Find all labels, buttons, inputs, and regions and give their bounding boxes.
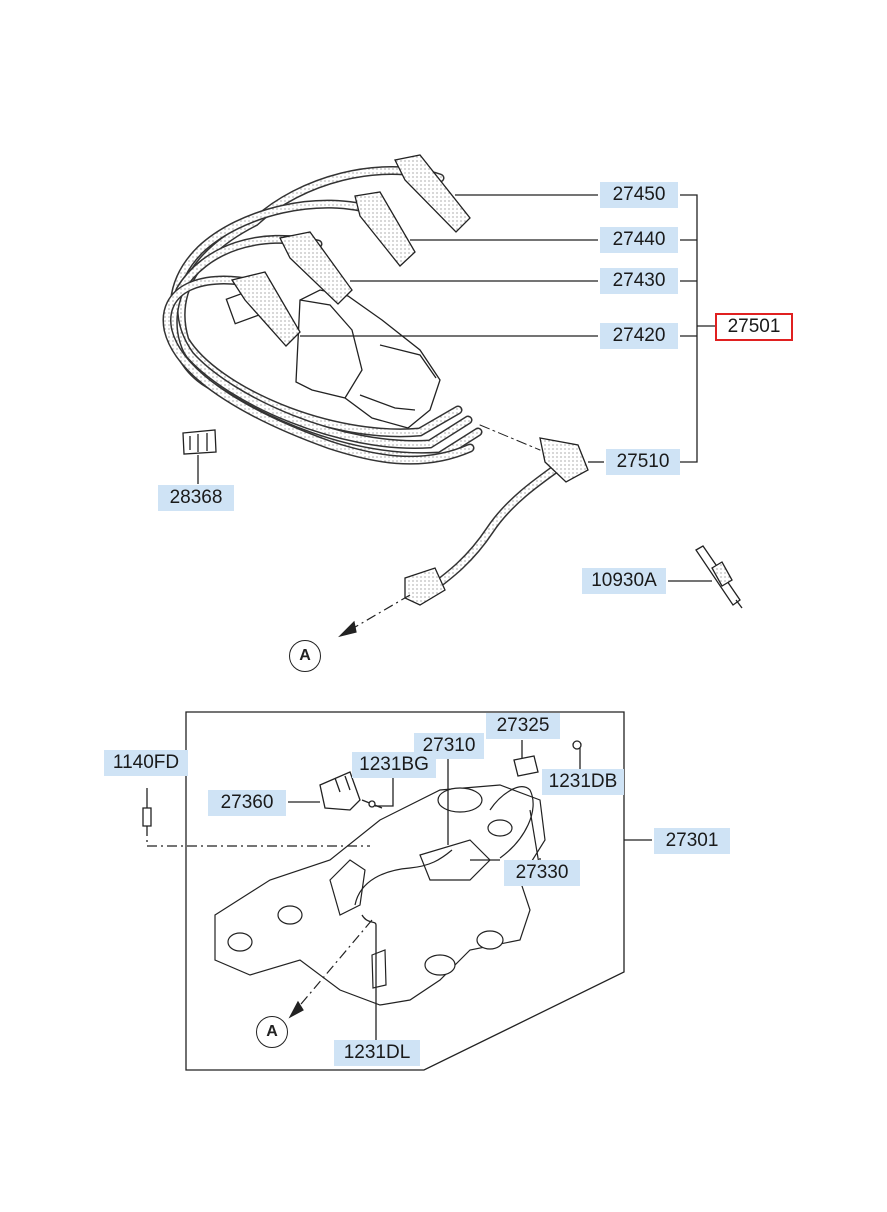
leader-lines-bottom (288, 740, 582, 1040)
callout-27325[interactable]: 27325 (486, 713, 560, 739)
bolt-1231DB (572, 740, 582, 768)
arrow-to-A-top (338, 594, 411, 638)
clip-28368 (182, 429, 217, 455)
callout-27440[interactable]: 27440 (600, 227, 678, 253)
callout-1140FD[interactable]: 1140FD (104, 750, 188, 776)
callout-27501-highlighted[interactable]: 27501 (715, 313, 793, 341)
callout-27360[interactable]: 27360 (208, 790, 286, 816)
plug-boots (230, 154, 471, 347)
callout-27301[interactable]: 27301 (654, 828, 730, 854)
block-27325 (513, 755, 539, 777)
intake-manifold (214, 784, 546, 1006)
spark-plug-10930A (695, 545, 743, 609)
callout-1231DB[interactable]: 1231DB (542, 769, 624, 795)
ref-marker-a-top: A (289, 640, 321, 672)
sensor-27360 (319, 771, 361, 811)
kit-box-27301 (185, 711, 652, 1071)
callout-1231BG[interactable]: 1231BG (352, 752, 436, 778)
ref-marker-a-bottom: A (256, 1016, 288, 1048)
bolt-1140FD (142, 788, 370, 847)
callout-28368[interactable]: 28368 (158, 485, 234, 511)
callout-27430[interactable]: 27430 (600, 268, 678, 294)
screw-1231BG (361, 799, 383, 809)
callout-27420[interactable]: 27420 (600, 323, 678, 349)
cable-27510 (404, 424, 589, 606)
arrow-to-A-bottom (288, 919, 373, 1019)
callout-27510[interactable]: 27510 (606, 449, 680, 475)
callout-10930A[interactable]: 10930A (582, 568, 666, 594)
leader-lines-top (197, 194, 715, 582)
callout-1231DL[interactable]: 1231DL (334, 1040, 420, 1066)
ignition-cables (162, 166, 483, 465)
callout-27330[interactable]: 27330 (504, 860, 580, 886)
callout-27450[interactable]: 27450 (600, 182, 678, 208)
